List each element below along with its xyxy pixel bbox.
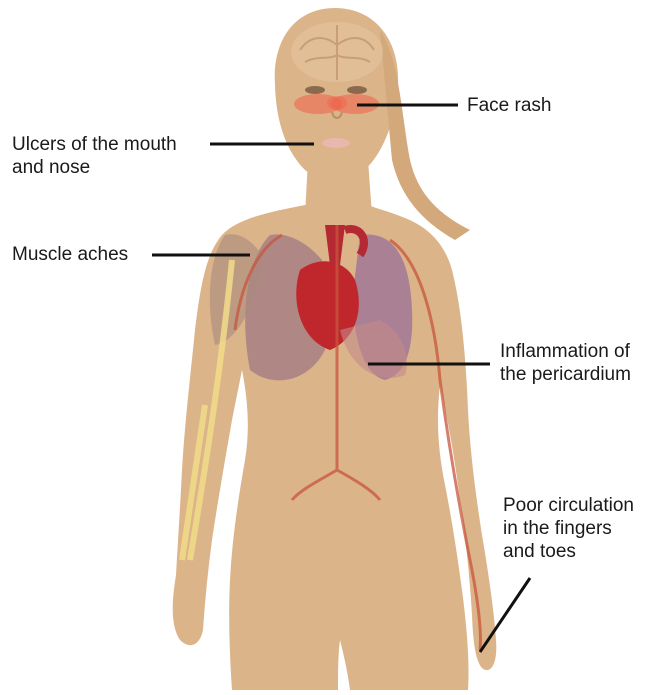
brain: [291, 22, 383, 82]
label-muscle-aches: Muscle aches: [12, 243, 128, 266]
label-ulcers-mouth-nose: Ulcers of the mouth and nose: [12, 133, 177, 179]
label-inflammation-pericardium: Inflammation of the pericardium: [500, 340, 631, 386]
label-face-rash: Face rash: [467, 94, 551, 117]
label-poor-circulation: Poor circulation in the fingers and toes: [503, 494, 634, 563]
